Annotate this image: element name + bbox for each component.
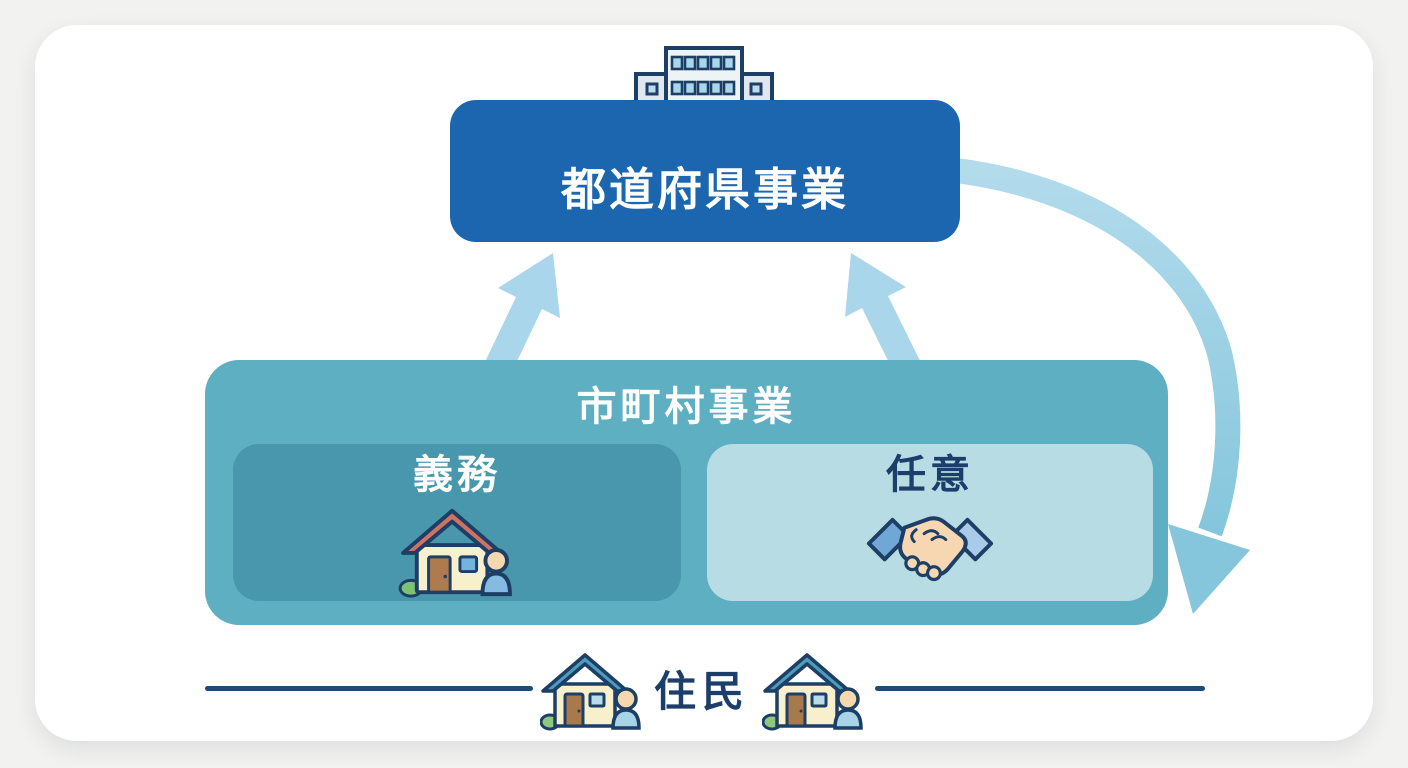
prefecture-business-label: 都道府県事業 xyxy=(560,163,849,215)
municipality-business-label: 市町村事業 xyxy=(576,385,797,429)
handshake-icon xyxy=(861,500,999,596)
voluntary-label: 任意 xyxy=(886,453,974,497)
house-with-resident-icon xyxy=(397,500,517,605)
voluntary-box: 任意 xyxy=(707,444,1153,601)
obligation-label: 義務 xyxy=(413,453,501,497)
obligation-box: 義務 xyxy=(233,444,681,601)
prefecture-business-box: 都道府県事業 xyxy=(450,100,960,242)
municipality-business-box: 市町村事業 義務 任意 xyxy=(205,360,1168,625)
